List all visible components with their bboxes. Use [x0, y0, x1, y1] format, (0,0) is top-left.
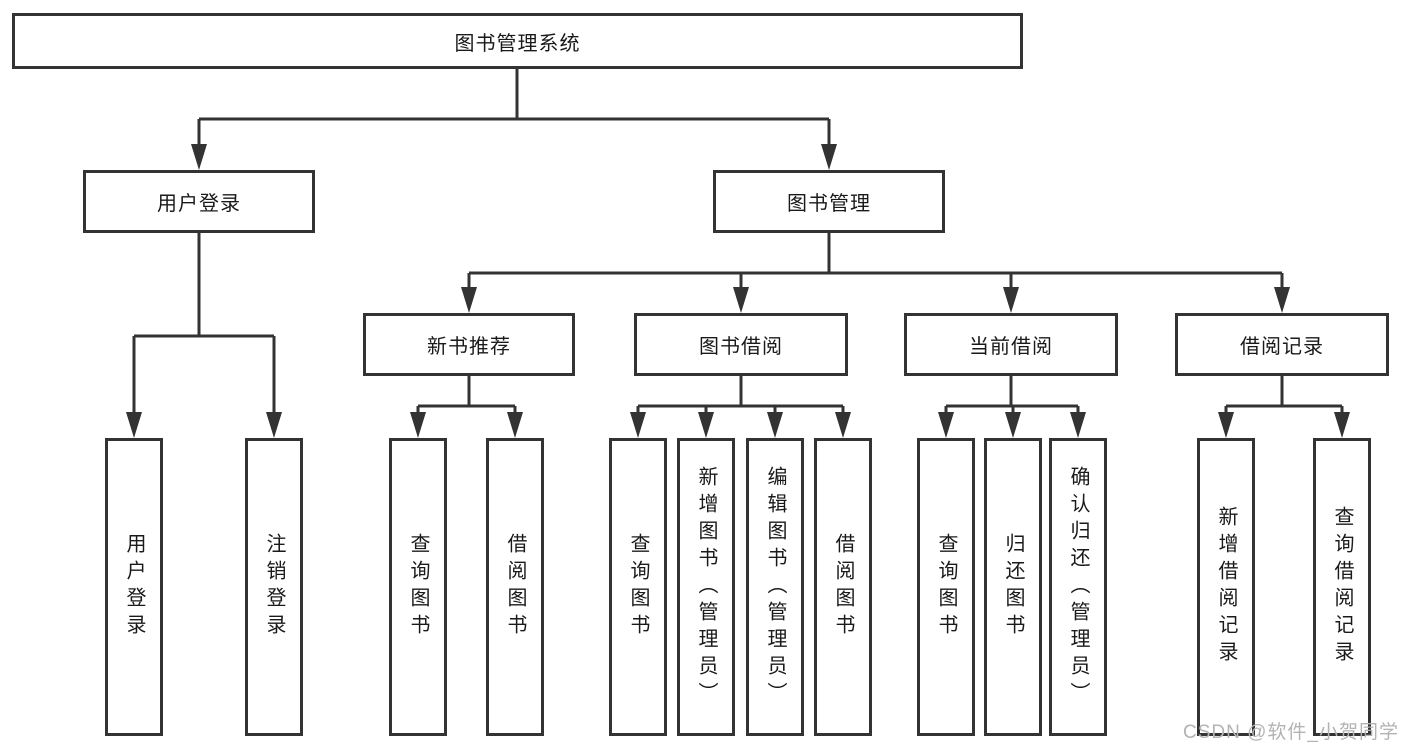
arrowhead-icon	[630, 412, 646, 438]
arrowhead-icon	[266, 412, 282, 438]
leaf-confirm-return-admin: 确认归还（管理员）	[1049, 438, 1107, 736]
arrowhead-icon	[1003, 287, 1019, 313]
arrowhead-icon	[938, 412, 954, 438]
leaf-query-borrow-record: 查询借阅记录	[1313, 438, 1371, 736]
arrowhead-icon	[821, 144, 837, 170]
arrowhead-icon	[835, 412, 851, 438]
node-new-book-recommend-label: 新书推荐	[427, 336, 511, 358]
arrowhead-icon	[126, 412, 142, 438]
leaf-confirm-return-admin-label: 确认归还（管理员）	[1067, 465, 1089, 709]
leaf-query-books-recommend: 查询图书	[389, 438, 447, 736]
leaf-add-borrow-record: 新增借阅记录	[1197, 438, 1255, 736]
leaf-query-books-current-label: 查询图书	[935, 533, 957, 641]
node-library-system-label: 图书管理系统	[454, 32, 581, 55]
leaf-add-books-admin-label: 新增图书（管理员）	[695, 465, 717, 709]
leaf-logout: 注销登录	[245, 438, 303, 736]
leaf-add-borrow-record-label: 新增借阅记录	[1215, 506, 1237, 668]
leaf-borrow-books-borrow: 借阅图书	[814, 438, 872, 736]
node-current-borrow-label: 当前借阅	[969, 336, 1053, 358]
arrowhead-icon	[461, 287, 477, 313]
arrowhead-icon	[1005, 412, 1021, 438]
leaf-user-login-label: 用户登录	[123, 533, 145, 641]
leaf-query-books-borrow: 查询图书	[609, 438, 667, 736]
leaf-edit-books-admin-label: 编辑图书（管理员）	[764, 465, 786, 709]
watermark: CSDN @软件_小贺同学	[1183, 722, 1399, 743]
leaf-borrow-books-recommend: 借阅图书	[486, 438, 544, 736]
arrowhead-icon	[1334, 412, 1350, 438]
arrowhead-icon	[1274, 287, 1290, 313]
arrowhead-icon	[1070, 412, 1086, 438]
node-borrow-record: 借阅记录	[1175, 313, 1389, 376]
leaf-borrow-books-recommend-label: 借阅图书	[504, 533, 526, 641]
leaf-logout-label: 注销登录	[263, 533, 285, 641]
arrowhead-icon	[410, 412, 426, 438]
leaf-return-books: 归还图书	[984, 438, 1042, 736]
arrowhead-icon	[698, 412, 714, 438]
leaf-query-books-recommend-label: 查询图书	[407, 533, 429, 641]
leaf-edit-books-admin: 编辑图书（管理员）	[746, 438, 804, 736]
leaf-add-books-admin: 新增图书（管理员）	[677, 438, 735, 736]
leaf-query-books-current: 查询图书	[917, 438, 975, 736]
arrowhead-icon	[767, 412, 783, 438]
node-book-management: 图书管理	[713, 170, 945, 233]
leaf-query-borrow-record-label: 查询借阅记录	[1331, 506, 1353, 668]
node-book-borrow: 图书借阅	[634, 313, 848, 376]
node-borrow-record-label: 借阅记录	[1240, 336, 1324, 358]
node-current-borrow: 当前借阅	[904, 313, 1118, 376]
arrowhead-icon	[1218, 412, 1234, 438]
node-book-borrow-label: 图书借阅	[699, 336, 783, 358]
node-user-login: 用户登录	[83, 170, 315, 233]
leaf-return-books-label: 归还图书	[1002, 533, 1024, 641]
arrowhead-icon	[507, 412, 523, 438]
leaf-user-login: 用户登录	[105, 438, 163, 736]
node-book-management-label: 图书管理	[787, 193, 871, 215]
node-user-login-label: 用户登录	[157, 193, 241, 215]
leaf-borrow-books-borrow-label: 借阅图书	[832, 533, 854, 641]
arrowhead-icon	[733, 287, 749, 313]
arrowhead-icon	[191, 144, 207, 170]
leaf-query-books-borrow-label: 查询图书	[627, 533, 649, 641]
node-library-system: 图书管理系统	[12, 13, 1023, 69]
node-new-book-recommend: 新书推荐	[363, 313, 575, 376]
